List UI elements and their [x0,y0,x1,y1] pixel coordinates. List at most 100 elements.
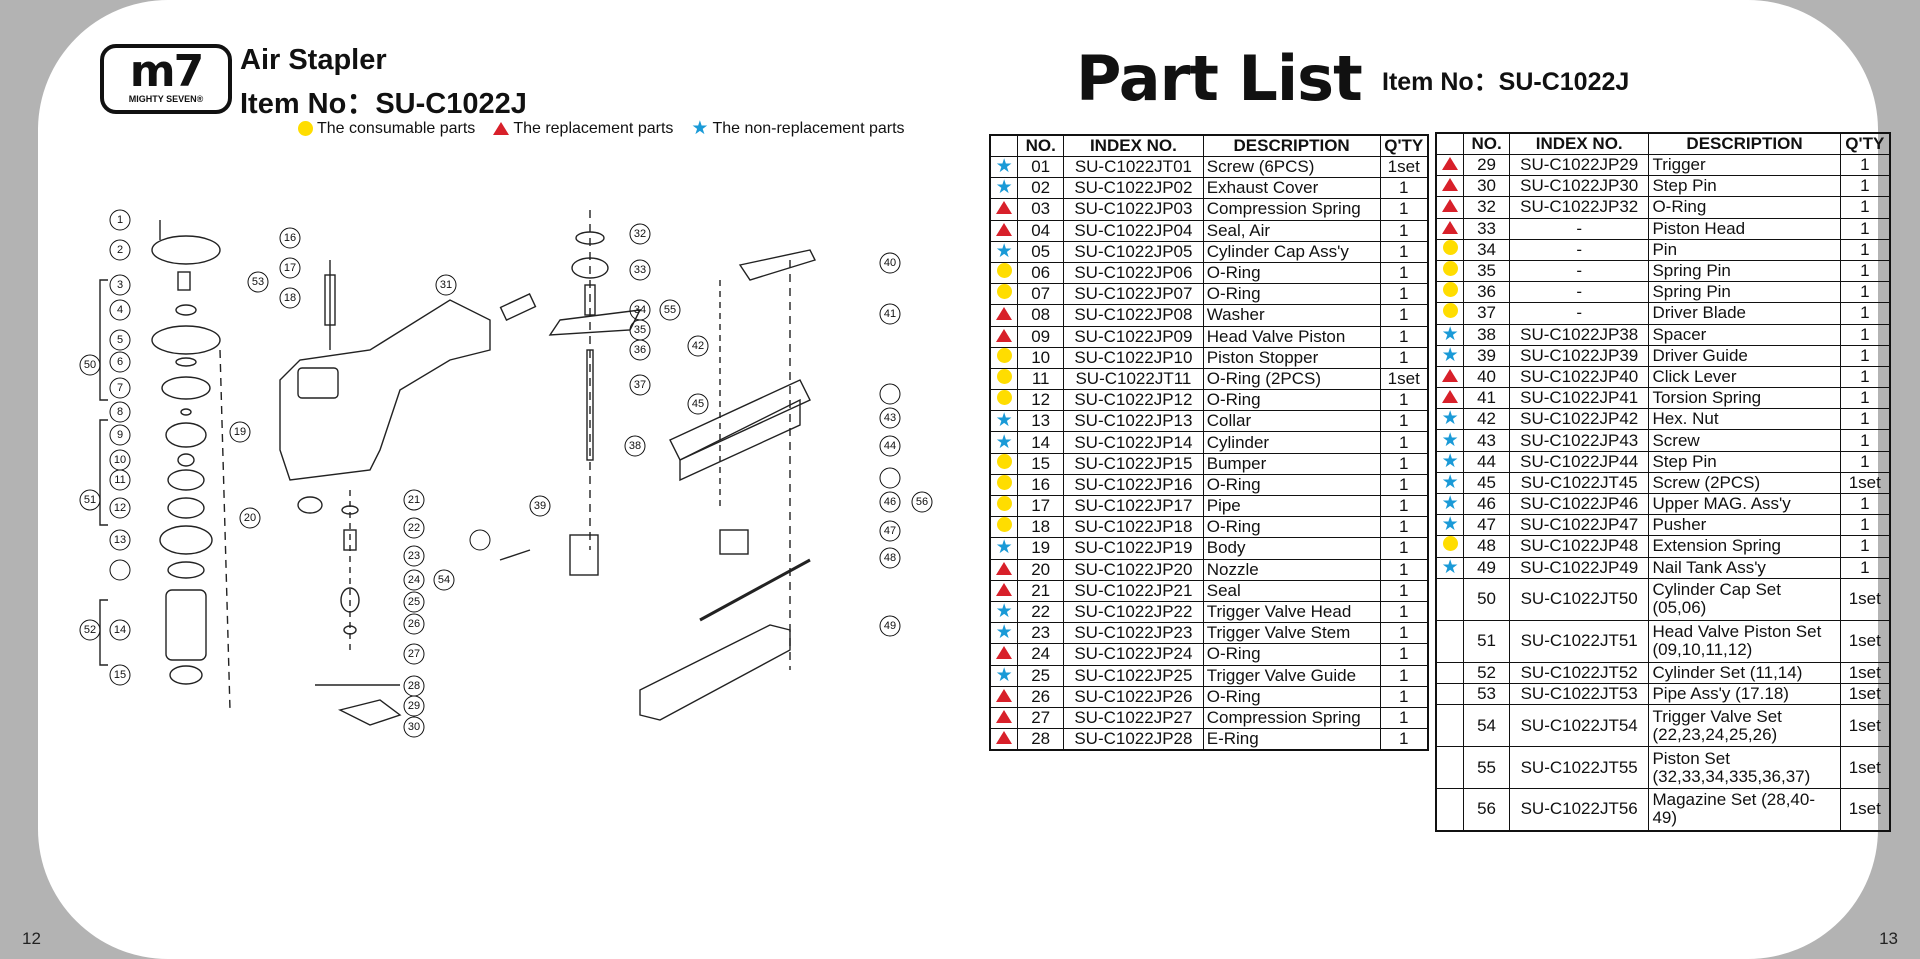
index-number-cell: SU-C1022JP18 [1063,516,1204,539]
index-number-cell: SU-C1022JP43 [1508,429,1650,452]
index-number-cell: SU-C1022JP48 [1508,535,1650,558]
callout: 22 [408,522,420,534]
callout: 47 [884,525,896,537]
description-cell: Spring Pin [1648,259,1841,283]
star-icon: ★ [995,601,1013,623]
quantity-cell: 1 [1379,685,1429,708]
callout: 55 [664,304,676,316]
index-number-cell: - [1508,259,1650,283]
callout: 50 [84,359,96,371]
quantity-cell: 1 [1839,387,1891,410]
description-cell: Pin [1648,238,1841,261]
star-icon: ★ [1441,472,1459,493]
callout: 39 [534,500,546,512]
quantity-cell: 1 [1839,323,1891,346]
callout: 24 [408,574,420,586]
description-cell: Seal [1202,579,1381,602]
description-cell: Cylinder Cap Ass'y [1202,240,1381,263]
quantity-cell: 1 [1839,302,1891,325]
callout: 20 [244,512,256,524]
index-number-cell: SU-C1022JP32 [1508,196,1650,219]
star-icon: ★ [995,622,1013,644]
part-number-cell: 39 [1463,344,1510,367]
symbol-cell [989,261,1019,285]
callout: 4 [117,304,123,316]
triangle-icon [996,328,1013,342]
symbol-cell [1435,217,1465,240]
symbol-cell [1435,281,1465,304]
quantity-cell: 1 [1379,198,1429,221]
description-cell: Spacer [1648,323,1841,346]
index-number-cell: SU-C1022JP38 [1508,323,1650,346]
part-number-cell: 21 [1017,579,1065,602]
callout: 18 [284,292,296,304]
index-number-cell: SU-C1022JP47 [1508,514,1650,537]
description-cell: E-Ring [1202,728,1381,751]
triangle-icon [1442,199,1459,213]
description-cell: Exhaust Cover [1202,177,1381,200]
symbol-cell [989,452,1019,475]
callout: 7 [117,382,123,394]
symbol-cell: ★ [1435,344,1465,367]
star-icon: ★ [995,431,1013,453]
description-cell: Extension Spring [1648,535,1841,558]
quantity-cell: 1 [1379,728,1429,751]
symbol-cell [989,389,1019,412]
circle-icon [996,369,1012,384]
symbol-cell: ★ [989,155,1019,179]
quantity-cell: 1 [1379,494,1429,518]
triangle-icon [1442,157,1459,171]
star-icon: ★ [995,410,1013,432]
star-icon: ★ [995,537,1013,559]
callout: 32 [634,228,646,240]
part-number-cell: 04 [1017,219,1065,242]
quantity-cell: 1 [1839,175,1891,198]
description-cell: Piston Head [1648,217,1841,240]
callout: 26 [408,618,420,630]
part-number-cell: 50 [1463,577,1510,621]
description-cell: O-Ring [1202,473,1381,497]
index-number-cell: SU-C1022JP04 [1063,219,1204,242]
symbol-cell [1435,788,1465,832]
circle-icon [996,284,1012,300]
star-icon: ★ [995,156,1013,178]
quantity-cell: 1set [1839,619,1891,663]
description-cell: Trigger Valve Stem [1202,622,1381,645]
symbol-cell: ★ [1435,556,1465,579]
description-cell: Pipe [1202,494,1381,518]
part-number-cell: 48 [1463,535,1510,558]
quantity-cell: 1 [1379,664,1429,687]
quantity-cell: 1set [1839,471,1891,495]
callout: 52 [84,624,96,636]
symbol-cell [989,706,1019,730]
index-number-cell: - [1508,238,1650,261]
quantity-cell: 1 [1379,304,1429,327]
star-icon: ★ [1441,557,1459,578]
part-list-item-number: Item No：SU-C1022J [1382,68,1630,96]
column-header: INDEX NO. [1508,132,1650,155]
part-number-cell: 06 [1017,261,1065,285]
legend-label: The replacement parts [513,119,674,137]
legend-non-replacement: ★ The non-replacement parts [691,119,904,138]
part-number-cell: 33 [1463,217,1510,240]
callout: 29 [408,700,420,712]
symbol-cell [1435,682,1465,706]
quantity-cell: 1 [1839,217,1891,240]
index-number-cell: SU-C1022JP24 [1063,643,1204,666]
quantity-cell: 1 [1379,283,1429,306]
part-number-cell: 42 [1463,408,1510,431]
index-number-cell: SU-C1022JP22 [1063,600,1204,624]
description-cell: Washer [1202,304,1381,327]
part-number-cell: 54 [1463,704,1510,748]
symbol-cell: ★ [1435,471,1465,495]
part-number-cell: 22 [1017,600,1065,624]
description-cell: Compression Spring [1202,198,1381,221]
